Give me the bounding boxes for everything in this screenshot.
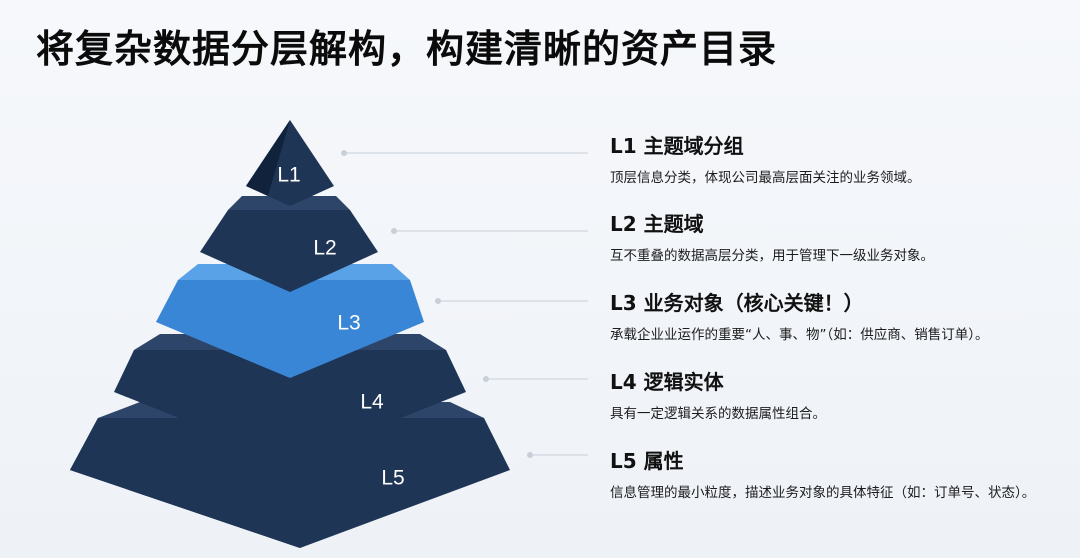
- pyramid-label-l1: L1: [277, 164, 300, 187]
- legend-desc-l1: 顶层信息分类，体现公司最高层面关注的业务领域。: [610, 170, 921, 186]
- pyramid-l1-shade: [246, 120, 290, 196]
- connector-dot-l4: [483, 376, 489, 382]
- legend-desc-l4: 具有一定逻辑关系的数据属性组合。: [610, 406, 826, 422]
- connector-dot-l5: [527, 452, 533, 458]
- pyramid-l5-face: [70, 418, 510, 548]
- pyramid-label-l5: L5: [381, 467, 404, 490]
- legend-desc-l2: 互不重叠的数据高层分类，用于管理下一级业务对象。: [610, 248, 934, 264]
- connector-dot-l1: [341, 150, 347, 156]
- connector-lines: [341, 150, 588, 458]
- page-title: 将复杂数据分层解构，构建清晰的资产目录: [36, 27, 778, 71]
- pyramid-l3-face: [156, 280, 424, 378]
- legend-item-l2: L2 主题域 互不重叠的数据高层分类，用于管理下一级业务对象。: [610, 208, 934, 264]
- pyramid-l4-face: [114, 350, 466, 462]
- pyramid-l2-face: [200, 210, 378, 292]
- legend-title-l2: L2 主题域: [610, 212, 704, 236]
- legend-title-l4: L4 逻辑实体: [610, 370, 724, 394]
- legend-desc-l5: 信息管理的最小粒度，描述业务对象的具体特征（如：订单号、状态）。: [610, 485, 1036, 501]
- legend-title-l3: L3 业务对象（核心关键！）: [610, 291, 864, 315]
- legend-title-l1: L1 主题域分组: [610, 134, 744, 158]
- legend-item-l1: L1 主题域分组 顶层信息分类，体现公司最高层面关注的业务领域。: [610, 130, 921, 186]
- pyramid-label-l4: L4: [360, 391, 384, 414]
- legend-item-l5: L5 属性 信息管理的最小粒度，描述业务对象的具体特征（如：订单号、状态）。: [610, 445, 1035, 501]
- pyramid-label-l3: L3: [337, 312, 360, 335]
- legend-title-l5: L5 属性: [610, 449, 684, 473]
- legend-desc-l3: 承载企业业运作的重要“人、事、物”（如：供应商、销售订单）。: [610, 327, 989, 343]
- connector-dot-l2: [391, 228, 397, 234]
- pyramid-level-l1: L1: [246, 120, 334, 206]
- connector-dot-l3: [435, 298, 441, 304]
- pyramid-label-l2: L2: [313, 237, 336, 260]
- legend-item-l3: L3 业务对象（核心关键！） 承载企业业运作的重要“人、事、物”（如：供应商、销…: [610, 287, 989, 343]
- legend-item-l4: L4 逻辑实体 具有一定逻辑关系的数据属性组合。: [610, 366, 826, 422]
